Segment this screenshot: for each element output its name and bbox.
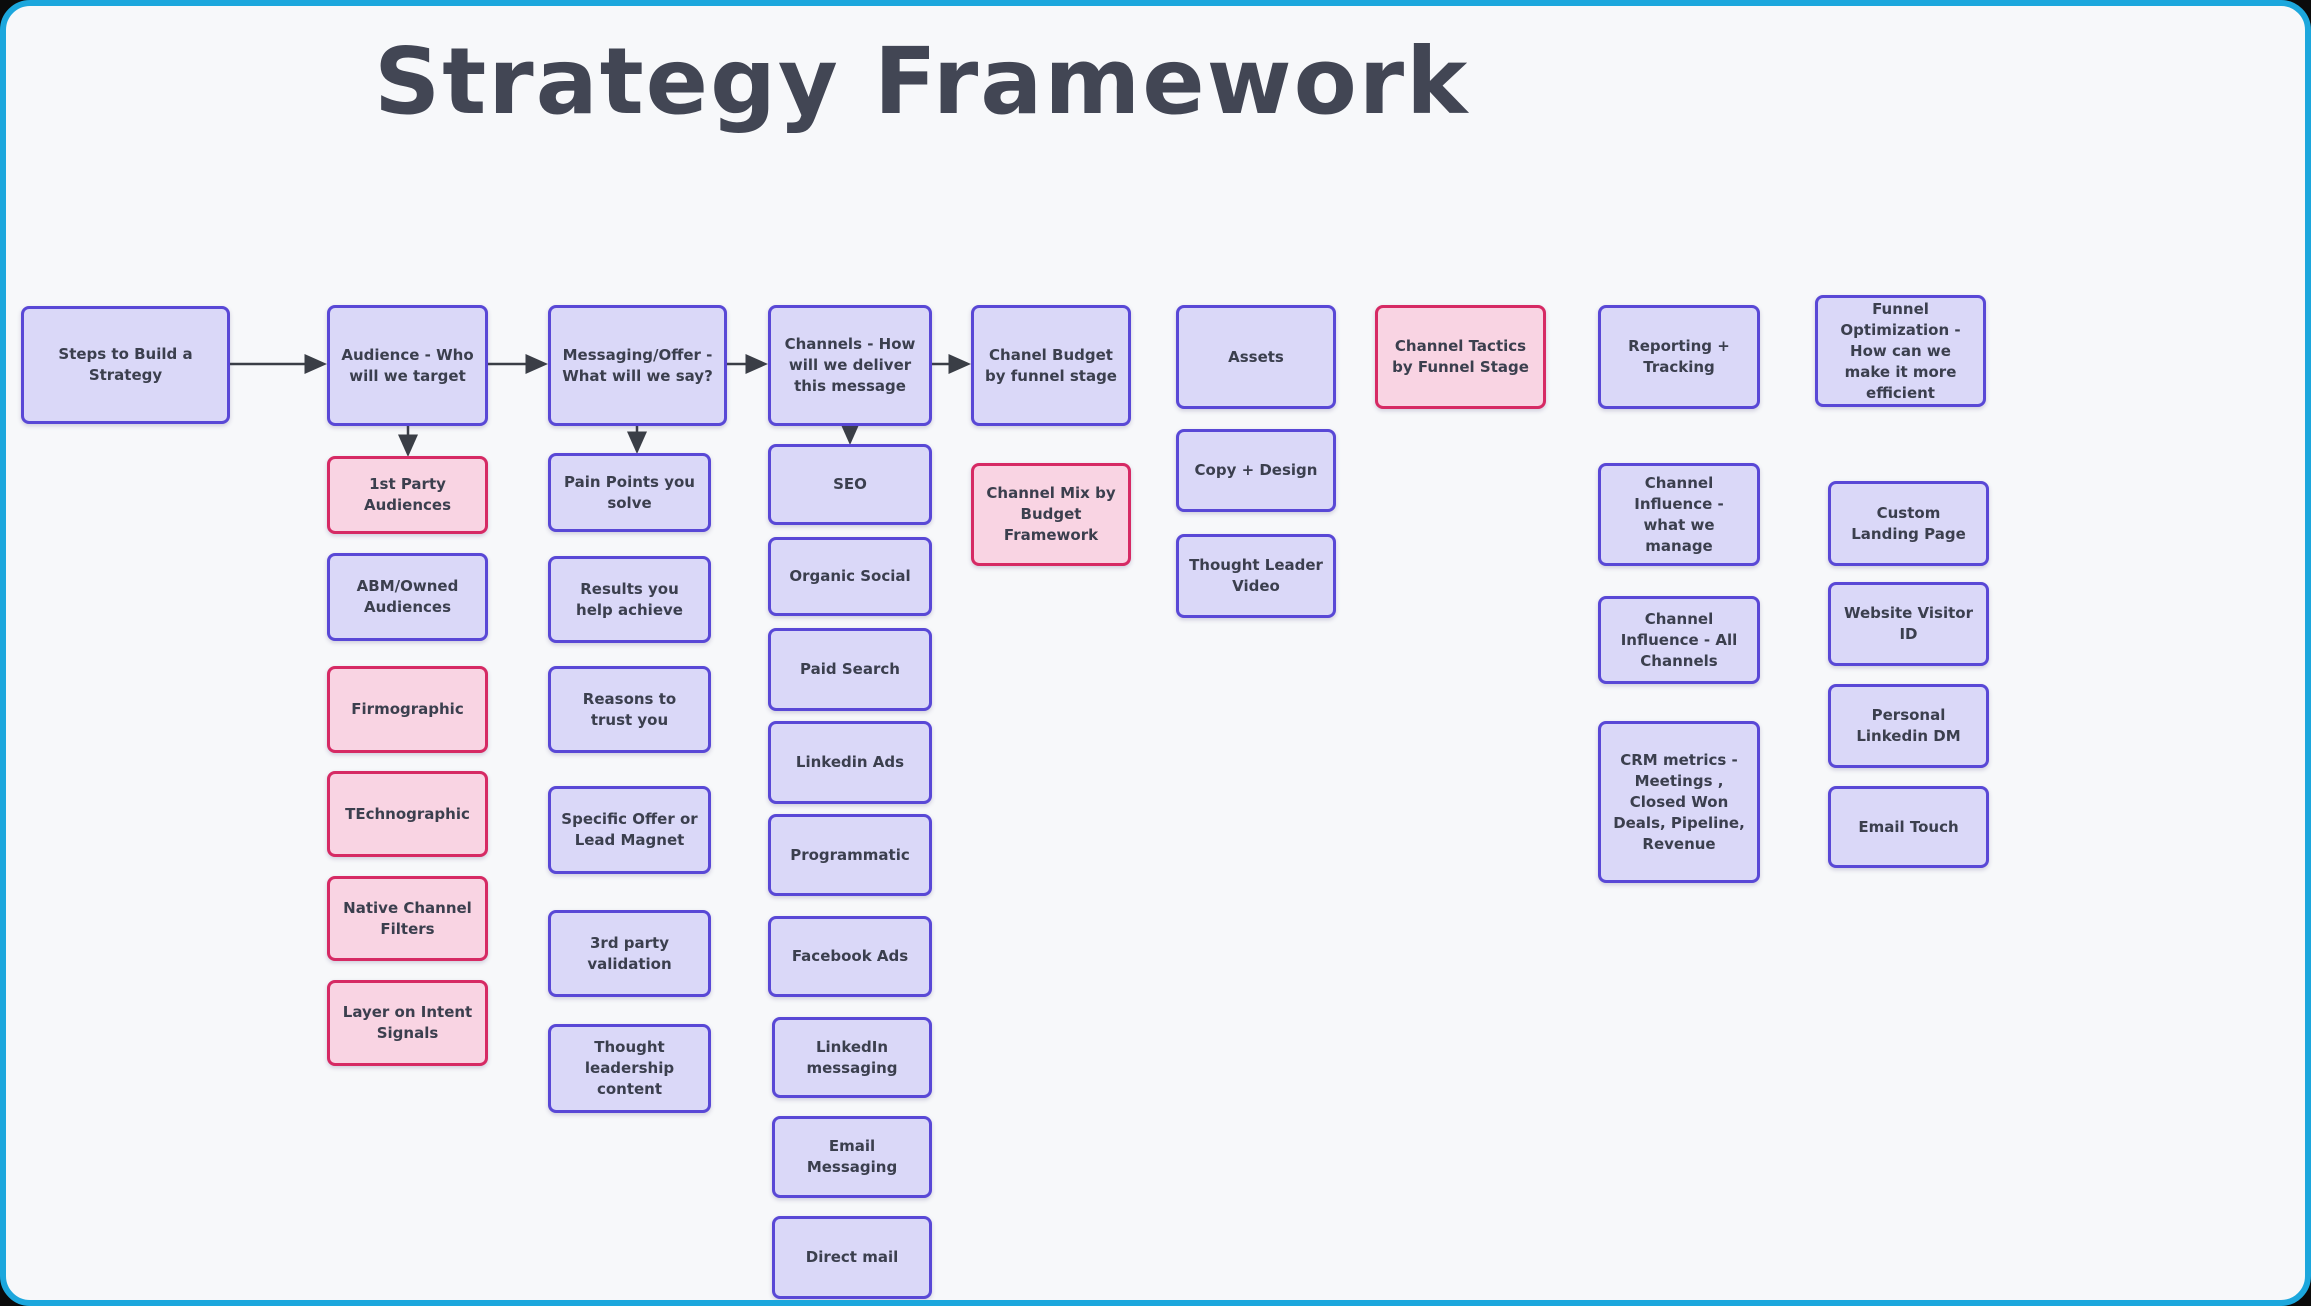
- node-label: Channel Tactics by Funnel Stage: [1392, 337, 1529, 376]
- node-label: Channel Mix by Budget Framework: [986, 484, 1116, 544]
- node-crm-metrics[interactable]: CRM metrics - Meetings , Closed Won Deal…: [1598, 721, 1760, 883]
- node-reasons-to-trust-you[interactable]: Reasons to trust you: [548, 666, 711, 753]
- whiteboard-canvas[interactable]: Strategy Framework Steps to Build a Stra…: [6, 6, 2305, 1300]
- node-programmatic[interactable]: Programmatic: [768, 814, 932, 896]
- node-label: Direct mail: [805, 1248, 899, 1266]
- node-label: Layer on Intent Signals: [342, 1003, 473, 1042]
- node-email-touch[interactable]: Email Touch: [1828, 786, 1989, 868]
- node-label: Results you help achieve: [576, 579, 683, 619]
- node-label: Reporting + Tracking: [1628, 337, 1730, 376]
- page-title[interactable]: Strategy Framework: [374, 28, 1470, 135]
- node-label: Funnel Optimization - How can we make it…: [1840, 299, 1961, 402]
- node-website-visitor-id[interactable]: Website Visitor ID: [1828, 582, 1989, 666]
- node-channel-tactics-by-funnel-stage[interactable]: Channel Tactics by Funnel Stage: [1375, 305, 1546, 409]
- node-1st-party-audiences[interactable]: 1st Party Audiences: [327, 456, 488, 534]
- node-label: Assets: [1228, 347, 1284, 366]
- node-direct-mail[interactable]: Direct mail: [772, 1216, 932, 1299]
- node-label: Native Channel Filters: [343, 898, 472, 938]
- node-label: Personal Linkedin DM: [1856, 706, 1961, 745]
- node-steps-to-build-a-strategy[interactable]: Steps to Build a Strategy: [21, 306, 230, 424]
- node-label: Specific Offer or Lead Magnet: [561, 810, 698, 849]
- node-specific-offer-or-lead-magnet[interactable]: Specific Offer or Lead Magnet: [548, 786, 711, 874]
- node-label: 3rd party validation: [587, 933, 672, 973]
- node-3rd-party-validation[interactable]: 3rd party validation: [548, 910, 711, 997]
- node-label: Reasons to trust you: [582, 689, 677, 729]
- node-label: Custom Landing Page: [1851, 503, 1966, 543]
- node-email-messaging[interactable]: Email Messaging: [772, 1116, 932, 1198]
- node-messaging-offer-what-will-we-say[interactable]: Messaging/Offer - What will we say?: [548, 305, 727, 426]
- node-label: Audience - Who will we target: [341, 345, 474, 385]
- node-assets[interactable]: Assets: [1176, 305, 1336, 409]
- node-funnel-optimization-how-can-we-make-it-more-efficient[interactable]: Funnel Optimization - How can we make it…: [1815, 295, 1986, 407]
- node-label: Website Visitor ID: [1844, 604, 1973, 643]
- node-personal-linkedin-dm[interactable]: Personal Linkedin DM: [1828, 684, 1989, 768]
- node-label: 1st Party Audiences: [363, 475, 451, 514]
- node-label: Channel Influence - All Channels: [1620, 609, 1738, 670]
- node-label: Linkedin Ads: [795, 753, 905, 771]
- node-copy-design[interactable]: Copy + Design: [1176, 429, 1336, 512]
- node-label: Thought leadership content: [584, 1038, 675, 1098]
- node-label: Facebook Ads: [791, 947, 909, 965]
- node-channels-how-will-we-deliver-this-message[interactable]: Channels - How will we deliver this mess…: [768, 305, 932, 426]
- node-label: Chanel Budget by funnel stage: [985, 345, 1117, 385]
- node-facebook-ads[interactable]: Facebook Ads: [768, 916, 932, 997]
- node-linkedin-ads[interactable]: Linkedin Ads: [768, 721, 932, 804]
- node-label: Thought Leader Video: [1189, 556, 1323, 595]
- node-label: SEO: [833, 475, 867, 493]
- node-label: Channel Influence - what we manage: [1634, 473, 1724, 555]
- node-channel-mix-by-budget-framework[interactable]: Channel Mix by Budget Framework: [971, 463, 1131, 566]
- node-firmographic[interactable]: Firmographic: [327, 666, 488, 753]
- node-label: Organic Social: [789, 567, 911, 585]
- node-thought-leader-video[interactable]: Thought Leader Video: [1176, 534, 1336, 618]
- node-label: Steps to Build a Strategy: [58, 345, 193, 384]
- node-abm-owned-audiences[interactable]: ABM/Owned Audiences: [327, 553, 488, 641]
- node-label: Email Touch: [1858, 817, 1959, 836]
- node-native-channel-filters[interactable]: Native Channel Filters: [327, 876, 488, 961]
- node-label: LinkedIn messaging: [806, 1037, 898, 1077]
- node-label: TEchnographic: [345, 804, 470, 823]
- node-reporting-tracking[interactable]: Reporting + Tracking: [1598, 305, 1760, 409]
- node-label: Channels - How will we deliver this mess…: [784, 335, 916, 395]
- node-results-you-help-achieve[interactable]: Results you help achieve: [548, 556, 711, 643]
- node-label: Pain Points you solve: [564, 472, 695, 512]
- node-channel-influence-all-channels[interactable]: Channel Influence - All Channels: [1598, 596, 1760, 684]
- node-label: Copy + Design: [1194, 461, 1318, 479]
- node-custom-landing-page[interactable]: Custom Landing Page: [1828, 481, 1989, 566]
- node-channel-influence-what-we-manage[interactable]: Channel Influence - what we manage: [1598, 463, 1760, 566]
- node-audience-who-will-we-target[interactable]: Audience - Who will we target: [327, 305, 488, 426]
- node-label: Paid Search: [800, 660, 900, 678]
- node-label: ABM/Owned Audiences: [356, 577, 459, 616]
- node-technographic[interactable]: TEchnographic: [327, 771, 488, 857]
- node-chanel-budget-by-funnel-stage[interactable]: Chanel Budget by funnel stage: [971, 305, 1131, 426]
- node-pain-points-you-solve[interactable]: Pain Points you solve: [548, 453, 711, 532]
- node-thought-leadership-content[interactable]: Thought leadership content: [548, 1024, 711, 1113]
- node-label: CRM metrics - Meetings , Closed Won Deal…: [1613, 750, 1745, 853]
- node-organic-social[interactable]: Organic Social: [768, 537, 932, 616]
- node-label: Messaging/Offer - What will we say?: [562, 345, 713, 385]
- node-label: Programmatic: [790, 845, 910, 864]
- node-label: Firmographic: [351, 700, 464, 718]
- node-layer-on-intent-signals[interactable]: Layer on Intent Signals: [327, 980, 488, 1066]
- node-label: Email Messaging: [806, 1137, 898, 1176]
- node-linkedin-messaging[interactable]: LinkedIn messaging: [772, 1017, 932, 1098]
- node-paid-search[interactable]: Paid Search: [768, 628, 932, 711]
- node-seo[interactable]: SEO: [768, 444, 932, 525]
